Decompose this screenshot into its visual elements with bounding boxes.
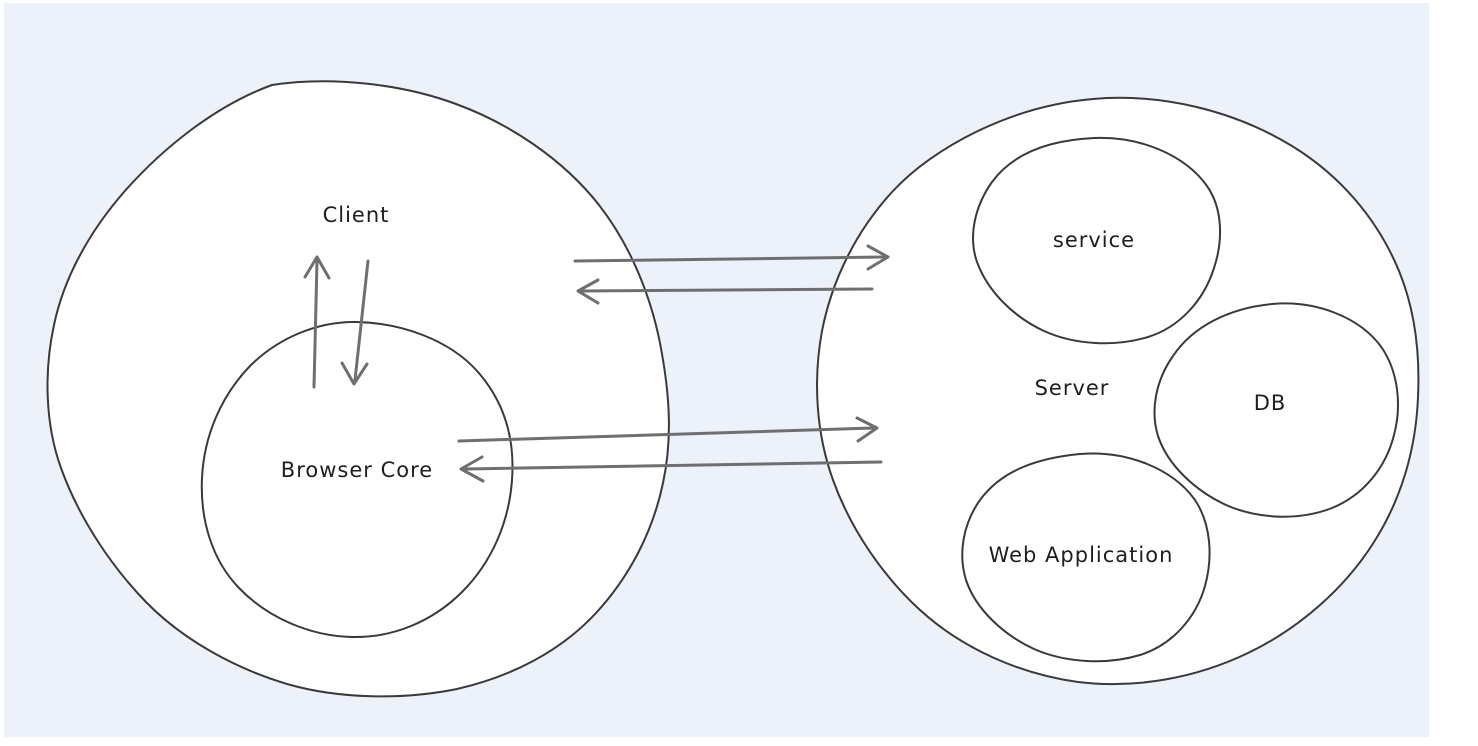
browser-core-circle	[200, 320, 514, 639]
arrow-client-to-browser-core-head	[340, 361, 369, 386]
arrow-browser-core-to-server-head	[855, 416, 879, 443]
web-application-circle	[961, 452, 1211, 663]
db-circle	[1153, 302, 1399, 518]
arrow-client-to-server	[573, 255, 886, 263]
arrow-client-to-server-head	[866, 244, 890, 271]
db-label: DB	[1253, 391, 1287, 415]
arrow-server-to-client-head	[576, 278, 600, 305]
arrow-server-to-browser-core	[464, 460, 883, 471]
arrow-server-to-client	[580, 287, 874, 293]
arrow-server-to-browser-core-head	[459, 455, 485, 483]
service-label: service	[1052, 228, 1136, 252]
service-circle	[972, 136, 1222, 345]
arrow-browser-core-to-client	[312, 259, 319, 389]
arrow-browser-core-to-server	[457, 426, 875, 443]
client-label: Client	[322, 203, 390, 227]
browser-core-label: Browser Core	[280, 458, 434, 482]
web-application-label: Web Application	[988, 543, 1174, 567]
arrow-browser-core-to-client-head	[303, 255, 331, 280]
arrow-client-to-browser-core	[353, 259, 370, 382]
server-label: Server	[1034, 376, 1110, 400]
